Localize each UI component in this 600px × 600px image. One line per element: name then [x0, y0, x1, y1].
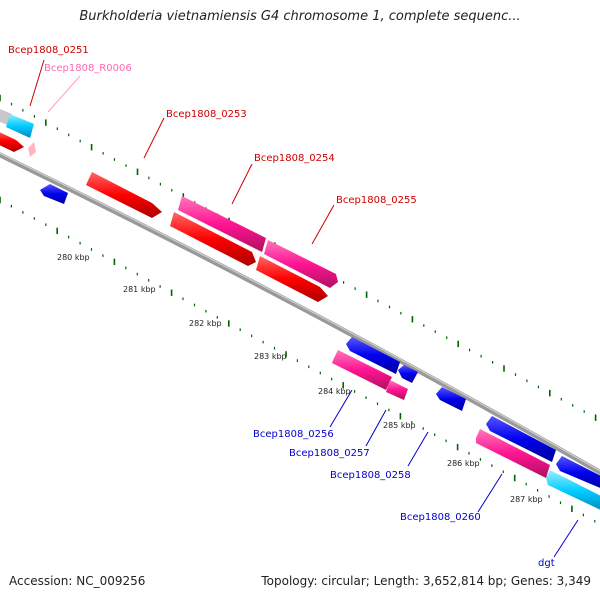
label-bcep1808-0257: Bcep1808_0257 [289, 448, 370, 459]
gene-bcep1808-0255 [264, 240, 338, 288]
label-bcep1808-0251: Bcep1808_0251 [8, 45, 89, 56]
gene-blue-small-1 [40, 184, 68, 204]
scale-label-285: 285 kbp [383, 421, 416, 430]
rna-bcep1808-r0006 [28, 142, 36, 157]
leader-0260 [477, 473, 503, 513]
chromosome-backbone-highlight [0, 152, 600, 472]
scale-label-280: 280 kbp [57, 253, 90, 262]
gene-blue-small-2 [398, 365, 418, 383]
leader-0258 [407, 431, 429, 467]
label-bcep1808-r0006: Bcep1808_R0006 [44, 63, 132, 74]
gene-red-0255b [256, 256, 328, 302]
scale-label-281: 281 kbp [123, 285, 156, 294]
gene-bcep1808-0260 [476, 429, 550, 478]
label-bcep1808-0254: Bcep1808_0254 [254, 153, 335, 164]
label-bcep1808-0253: Bcep1808_0253 [166, 109, 247, 120]
leader-0253 [143, 117, 165, 159]
scale-label-287: 287 kbp [510, 495, 543, 504]
label-leaders [29, 59, 579, 558]
leader-0251 [29, 59, 45, 107]
label-bcep1808-0255: Bcep1808_0255 [336, 195, 417, 206]
leader-0256 [329, 389, 353, 428]
accession-text: Accession: NC_009256 [9, 574, 146, 588]
gene-bcep1808-0257 [332, 350, 392, 390]
label-bcep1808-0258: Bcep1808_0258 [330, 470, 411, 481]
gene-blue-0259 [486, 416, 556, 462]
scale-label-284: 284 kbp [318, 387, 351, 396]
topology-text: Topology: circular; Length: 3,652,814 bp… [261, 574, 591, 588]
map-title: Burkholderia vietnamiensis G4 chromosome… [79, 9, 521, 24]
chromosome-backbone [0, 152, 600, 476]
leader-r0006 [47, 75, 81, 113]
leader-0255 [311, 204, 335, 245]
gene-dgt [546, 470, 600, 510]
gene-red-0254b [170, 212, 256, 266]
label-bcep1808-0260: Bcep1808_0260 [400, 512, 481, 523]
gene-bcep1808-0258 [436, 387, 466, 411]
label-bcep1808-0256: Bcep1808_0256 [253, 429, 334, 440]
gene-bcep1808-0253 [86, 172, 162, 218]
leader-dgt [553, 519, 579, 558]
leader-0257 [365, 409, 387, 447]
gene-bcep1808-0254 [178, 196, 266, 252]
gene-pink-0257b [386, 380, 408, 400]
label-dgt: dgt [538, 558, 555, 569]
gene-bcep1808-0251 [6, 114, 34, 138]
scale-label-283: 283 kbp [254, 352, 287, 361]
gene-bcep1808-0256 [346, 337, 400, 374]
scale-label-282: 282 kbp [189, 319, 222, 328]
gene-red-0250 [0, 132, 24, 152]
leader-0254 [231, 163, 253, 205]
scale-label-286: 286 kbp [447, 459, 480, 468]
gene-blue-0261 [556, 456, 600, 488]
